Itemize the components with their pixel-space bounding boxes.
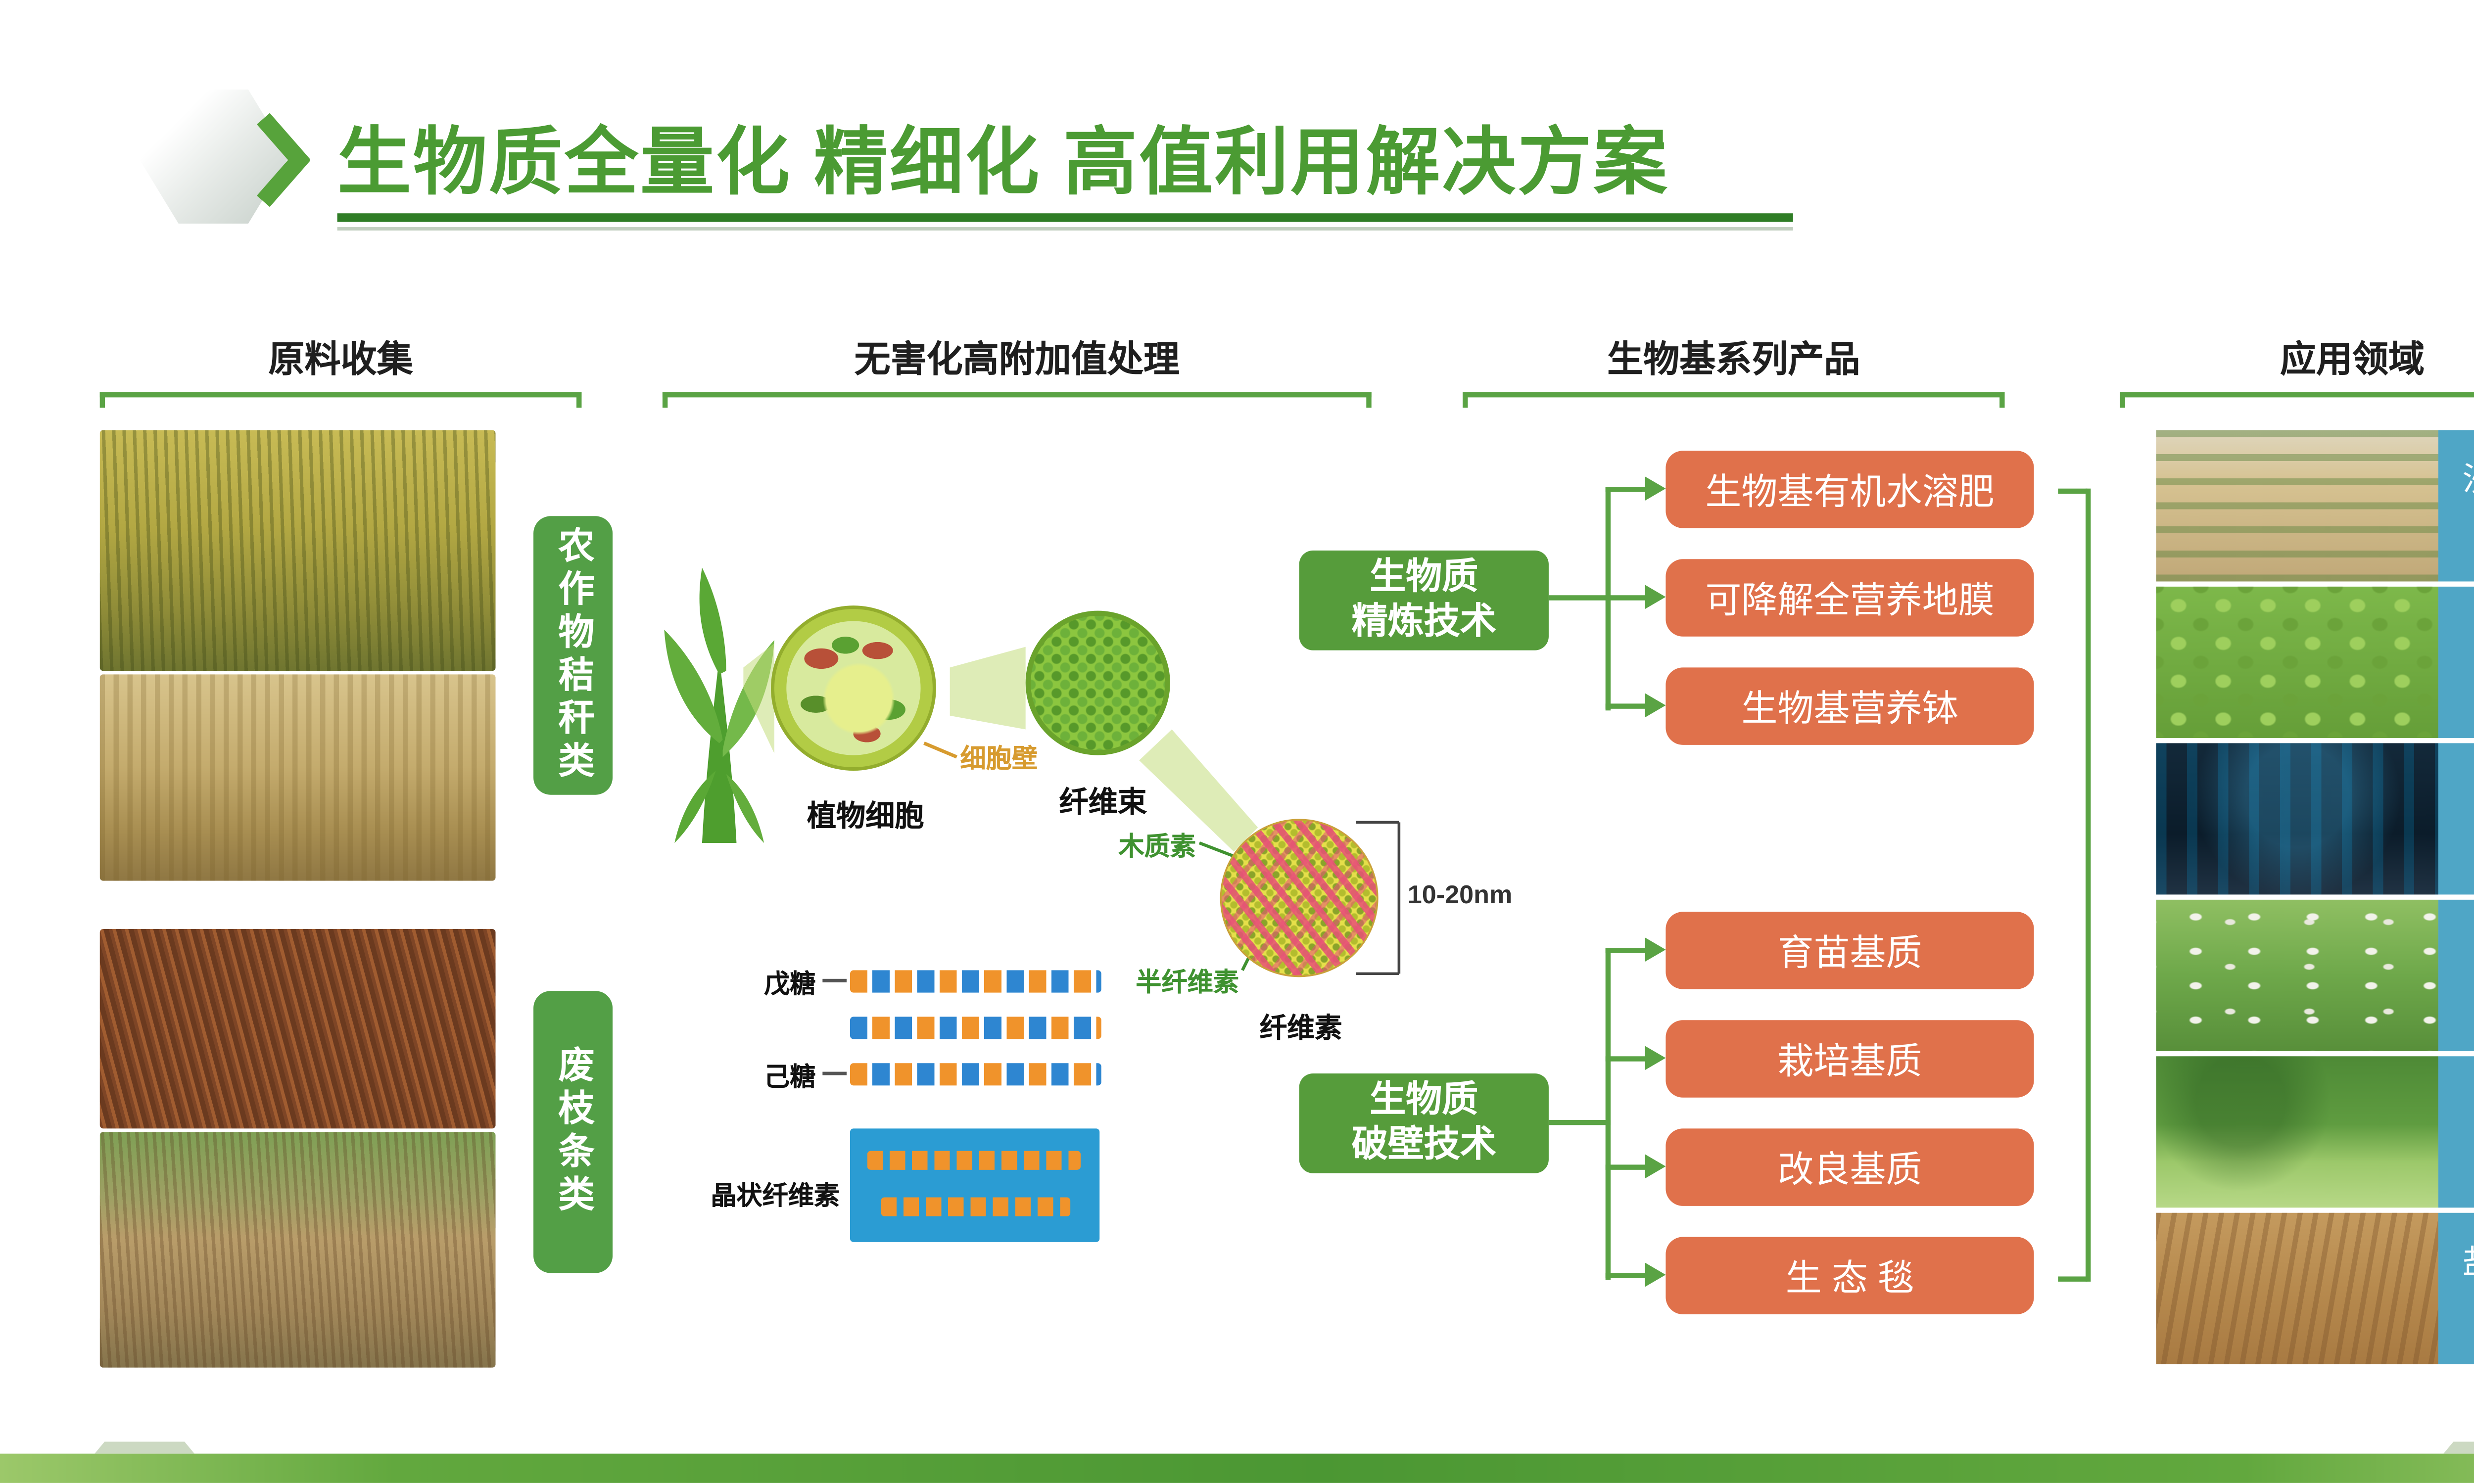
wall-breaking-connector-stem	[1548, 1119, 1611, 1125]
ribbon-fold-right	[2443, 1441, 2474, 1454]
section-header-applications: 应用领域	[2280, 340, 2425, 380]
product-button-eco-blanket: 生 态 毯	[1665, 1237, 2034, 1314]
hemicellulose-label: 半纤维素	[1136, 968, 1239, 998]
app-photo-saline-land	[2156, 1212, 2438, 1364]
app-label-landscaping: 园林 绿化	[2438, 1056, 2474, 1208]
wall-breaking-branch-3	[1605, 1164, 1647, 1170]
photo-waste-branches	[99, 928, 496, 1129]
refining-branch-3	[1605, 703, 1647, 709]
app-label-fertility: 肥力 提升	[2438, 586, 2474, 738]
photo-pruned-vines	[99, 1132, 496, 1368]
section-bracket-products	[1463, 392, 2005, 408]
app-photo-fertility	[2156, 586, 2438, 738]
section-bracket-applications	[2120, 392, 2474, 408]
wall-breaking-connector-trunk	[1605, 948, 1611, 1280]
app-label-line: 盐碱地	[2463, 1243, 2474, 1288]
photo-straw-bales	[99, 674, 496, 881]
app-label-saline-land: 盐碱地 改良	[2438, 1212, 2474, 1364]
connector-arrow-icon	[1645, 937, 1666, 962]
fiber-bundle-diagram	[1025, 610, 1170, 755]
connector-arrow-icon	[1645, 1046, 1666, 1070]
sugar-chain-row-3	[850, 1063, 1101, 1086]
products-applications-bracket	[2085, 488, 2091, 1282]
section-header-raw-materials: 原料收集	[268, 340, 413, 380]
app-photo-desertification	[2156, 430, 2438, 582]
refining-connector-stem	[1548, 595, 1611, 601]
plant-cell-label: 植物细胞	[807, 800, 924, 833]
pentose-pointer-line	[822, 978, 847, 982]
sugar-chain-row-1	[850, 970, 1101, 993]
category-label-crop-straw: 农作物秸秆类	[533, 516, 613, 795]
connector-arrow-icon	[1645, 476, 1666, 501]
fiber-bundle-label: 纤维束	[1059, 786, 1147, 819]
chevron-right-icon	[257, 113, 310, 207]
section-bracket-raw-materials	[99, 392, 582, 408]
cellulose-chain-1	[867, 1151, 1081, 1170]
lignin-label: 木质素	[1118, 833, 1196, 862]
sugar-chain-row-2	[850, 1017, 1101, 1039]
pentose-label: 戊糖	[764, 970, 816, 1000]
product-button-nutrient-pot: 生物基营养钵	[1665, 667, 2034, 745]
wall-breaking-branch-1	[1605, 948, 1647, 953]
section-bracket-processing	[662, 392, 1372, 408]
products-applications-bracket-top-tick	[2058, 488, 2088, 494]
app-label-desertification: 沙漠化 治理	[2438, 430, 2474, 582]
wall-breaking-branch-4	[1605, 1273, 1647, 1278]
wall-breaking-tech-line1: 生物质	[1370, 1080, 1478, 1120]
wall-breaking-branch-2	[1605, 1056, 1647, 1062]
product-button-improved-substrate: 改良基质	[1665, 1128, 2034, 1206]
section-header-products: 生物基系列产品	[1607, 340, 1860, 380]
crystalline-cellulose-box	[850, 1128, 1100, 1242]
category-label-waste-branches: 废枝条类	[533, 991, 613, 1273]
photo-corn-stalks	[99, 430, 496, 671]
fiber-cross-section-diagram	[1220, 819, 1379, 977]
product-button-degradable-mulch-film: 可降解全营养地膜	[1665, 559, 2034, 637]
connector-arrow-icon	[1645, 1154, 1666, 1179]
app-label-line: 沙漠化	[2463, 460, 2474, 506]
title-underline	[337, 213, 1793, 222]
refining-tech-line2: 精炼技术	[1351, 602, 1496, 642]
product-button-cultivation-substrate: 栽培基质	[1665, 1020, 2034, 1098]
hexose-pointer-line	[822, 1071, 847, 1075]
plant-illustration	[664, 567, 774, 843]
app-photo-landscaping	[2156, 1056, 2438, 1208]
crystalline-cellulose-label: 晶状纤维素	[711, 1182, 840, 1211]
footer-bar	[0, 1453, 2474, 1483]
page-title: 生物质全量化 精细化 高值利用解决方案	[337, 122, 1669, 205]
refining-tech-box: 生物质 精炼技术	[1299, 550, 1549, 650]
title-underline-accent	[337, 227, 1793, 231]
connector-arrow-icon	[1645, 585, 1666, 609]
cellulose-label: 纤维素	[1259, 1015, 1342, 1044]
cell-wall-label: 细胞壁	[960, 744, 1038, 774]
section-header-processing: 无害化高附加值处理	[854, 340, 1180, 380]
refining-tech-line1: 生物质	[1370, 556, 1478, 597]
app-label-livestock: 畜牧 养殖	[2438, 899, 2474, 1051]
refining-branch-2	[1605, 595, 1647, 601]
connector-arrow-icon	[1645, 693, 1666, 718]
products-applications-bracket-bottom-tick	[2058, 1276, 2088, 1282]
plant-cell-diagram	[774, 609, 933, 768]
app-label-agri-data: 农业 数据	[2438, 743, 2474, 895]
wall-breaking-tech-line2: 破壁技术	[1351, 1125, 1496, 1165]
connector-arrow-icon	[1645, 1262, 1666, 1287]
scale-label: 10-20nm	[1407, 881, 1513, 910]
refining-branch-1	[1605, 487, 1647, 492]
app-photo-agri-data	[2156, 743, 2438, 895]
product-button-water-soluble-fertilizer: 生物基有机水溶肥	[1665, 451, 2034, 528]
product-button-seedling-substrate: 育苗基质	[1665, 912, 2034, 989]
hexose-label: 己糖	[764, 1063, 816, 1093]
cellulose-chain-2	[881, 1197, 1071, 1216]
ribbon-fold-left	[95, 1441, 194, 1454]
wall-breaking-tech-box: 生物质 破壁技术	[1299, 1073, 1549, 1173]
app-photo-livestock	[2156, 899, 2438, 1051]
